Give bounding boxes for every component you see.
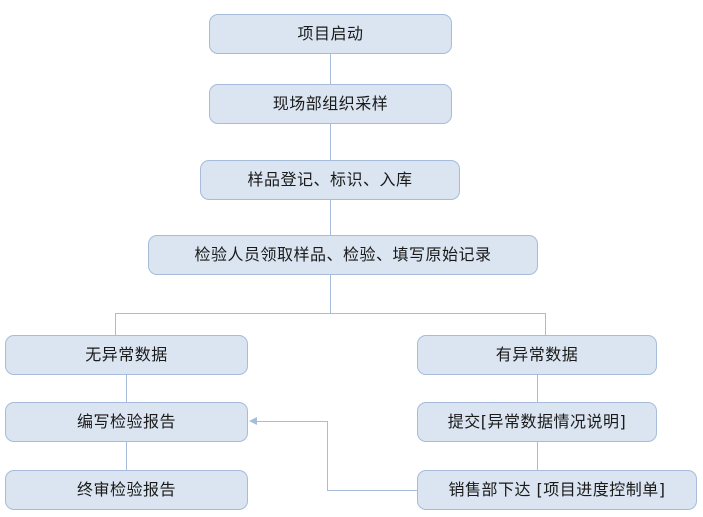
connector-has-anomaly-to-submit-note	[537, 375, 538, 402]
node-start-label: 项目启动	[297, 24, 364, 43]
node-write-report-label: 编写检验报告	[76, 412, 176, 431]
connector-sampling-to-registration	[330, 124, 331, 160]
node-has-anomaly-label: 有异常数据	[495, 345, 579, 364]
connector-feedback-riser	[327, 421, 328, 491]
connector-feedback-bottom	[327, 490, 417, 491]
node-registration-label: 样品登记、标识、入库	[247, 170, 413, 189]
connector-feedback-top	[256, 421, 328, 422]
connector-submit-note-to-sales-order	[537, 442, 538, 470]
node-submit-note-label: 提交[异常数据情况说明]	[447, 412, 627, 431]
node-inspection[interactable]: 检验人员领取样品、检验、填写原始记录	[148, 235, 538, 275]
feedback-arrow-icon	[249, 417, 257, 425]
connector-registration-to-inspection	[330, 200, 331, 235]
node-sales-order[interactable]: 销售部下达 [项目进度控制单]	[417, 470, 697, 510]
connector-split-to-no-anomaly	[115, 313, 116, 335]
connector-split-to-has-anomaly	[545, 313, 546, 335]
node-final-report-label: 终审检验报告	[76, 480, 176, 499]
node-submit-note[interactable]: 提交[异常数据情况说明]	[417, 402, 657, 442]
node-no-anomaly[interactable]: 无异常数据	[5, 335, 248, 375]
node-sales-order-label: 销售部下达 [项目进度控制单]	[448, 480, 666, 499]
node-has-anomaly[interactable]: 有异常数据	[417, 335, 657, 375]
connector-split-bar	[115, 313, 546, 314]
connector-inspection-to-split	[330, 275, 331, 313]
connector-no-anomaly-to-write-report	[126, 375, 127, 402]
node-no-anomaly-label: 无异常数据	[85, 345, 168, 364]
node-sampling-label: 现场部组织采样	[272, 94, 389, 113]
connector-write-report-to-final-report	[126, 442, 127, 470]
node-sampling[interactable]: 现场部组织采样	[209, 84, 452, 124]
connector-start-to-sampling	[330, 54, 331, 84]
node-registration[interactable]: 样品登记、标识、入库	[200, 160, 460, 200]
node-final-report[interactable]: 终审检验报告	[5, 470, 248, 510]
node-inspection-label: 检验人员领取样品、检验、填写原始记录	[194, 245, 492, 264]
node-start[interactable]: 项目启动	[209, 14, 452, 54]
node-write-report[interactable]: 编写检验报告	[5, 402, 248, 442]
